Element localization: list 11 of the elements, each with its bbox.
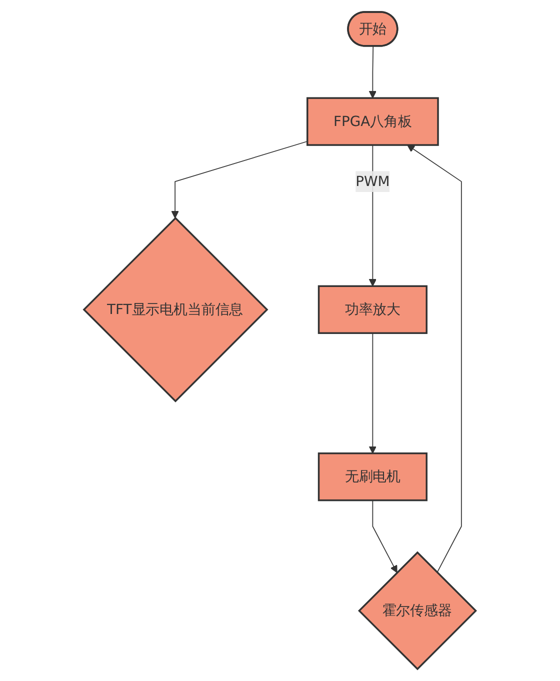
arrow [171,140,308,218]
arrow [369,46,377,98]
node-box: 功率放大 [318,285,428,334]
node-diamond: TFT显示电机当前信息 [82,216,268,402]
edge-label: PWM [356,172,390,190]
node-box: FPGA八角板 [306,97,440,146]
node-box: 无刷电机 [318,452,428,502]
node-diamond: 霍尔传感器 [358,551,478,670]
arrow [369,332,377,454]
arrow [407,144,462,573]
arrow [372,500,398,573]
